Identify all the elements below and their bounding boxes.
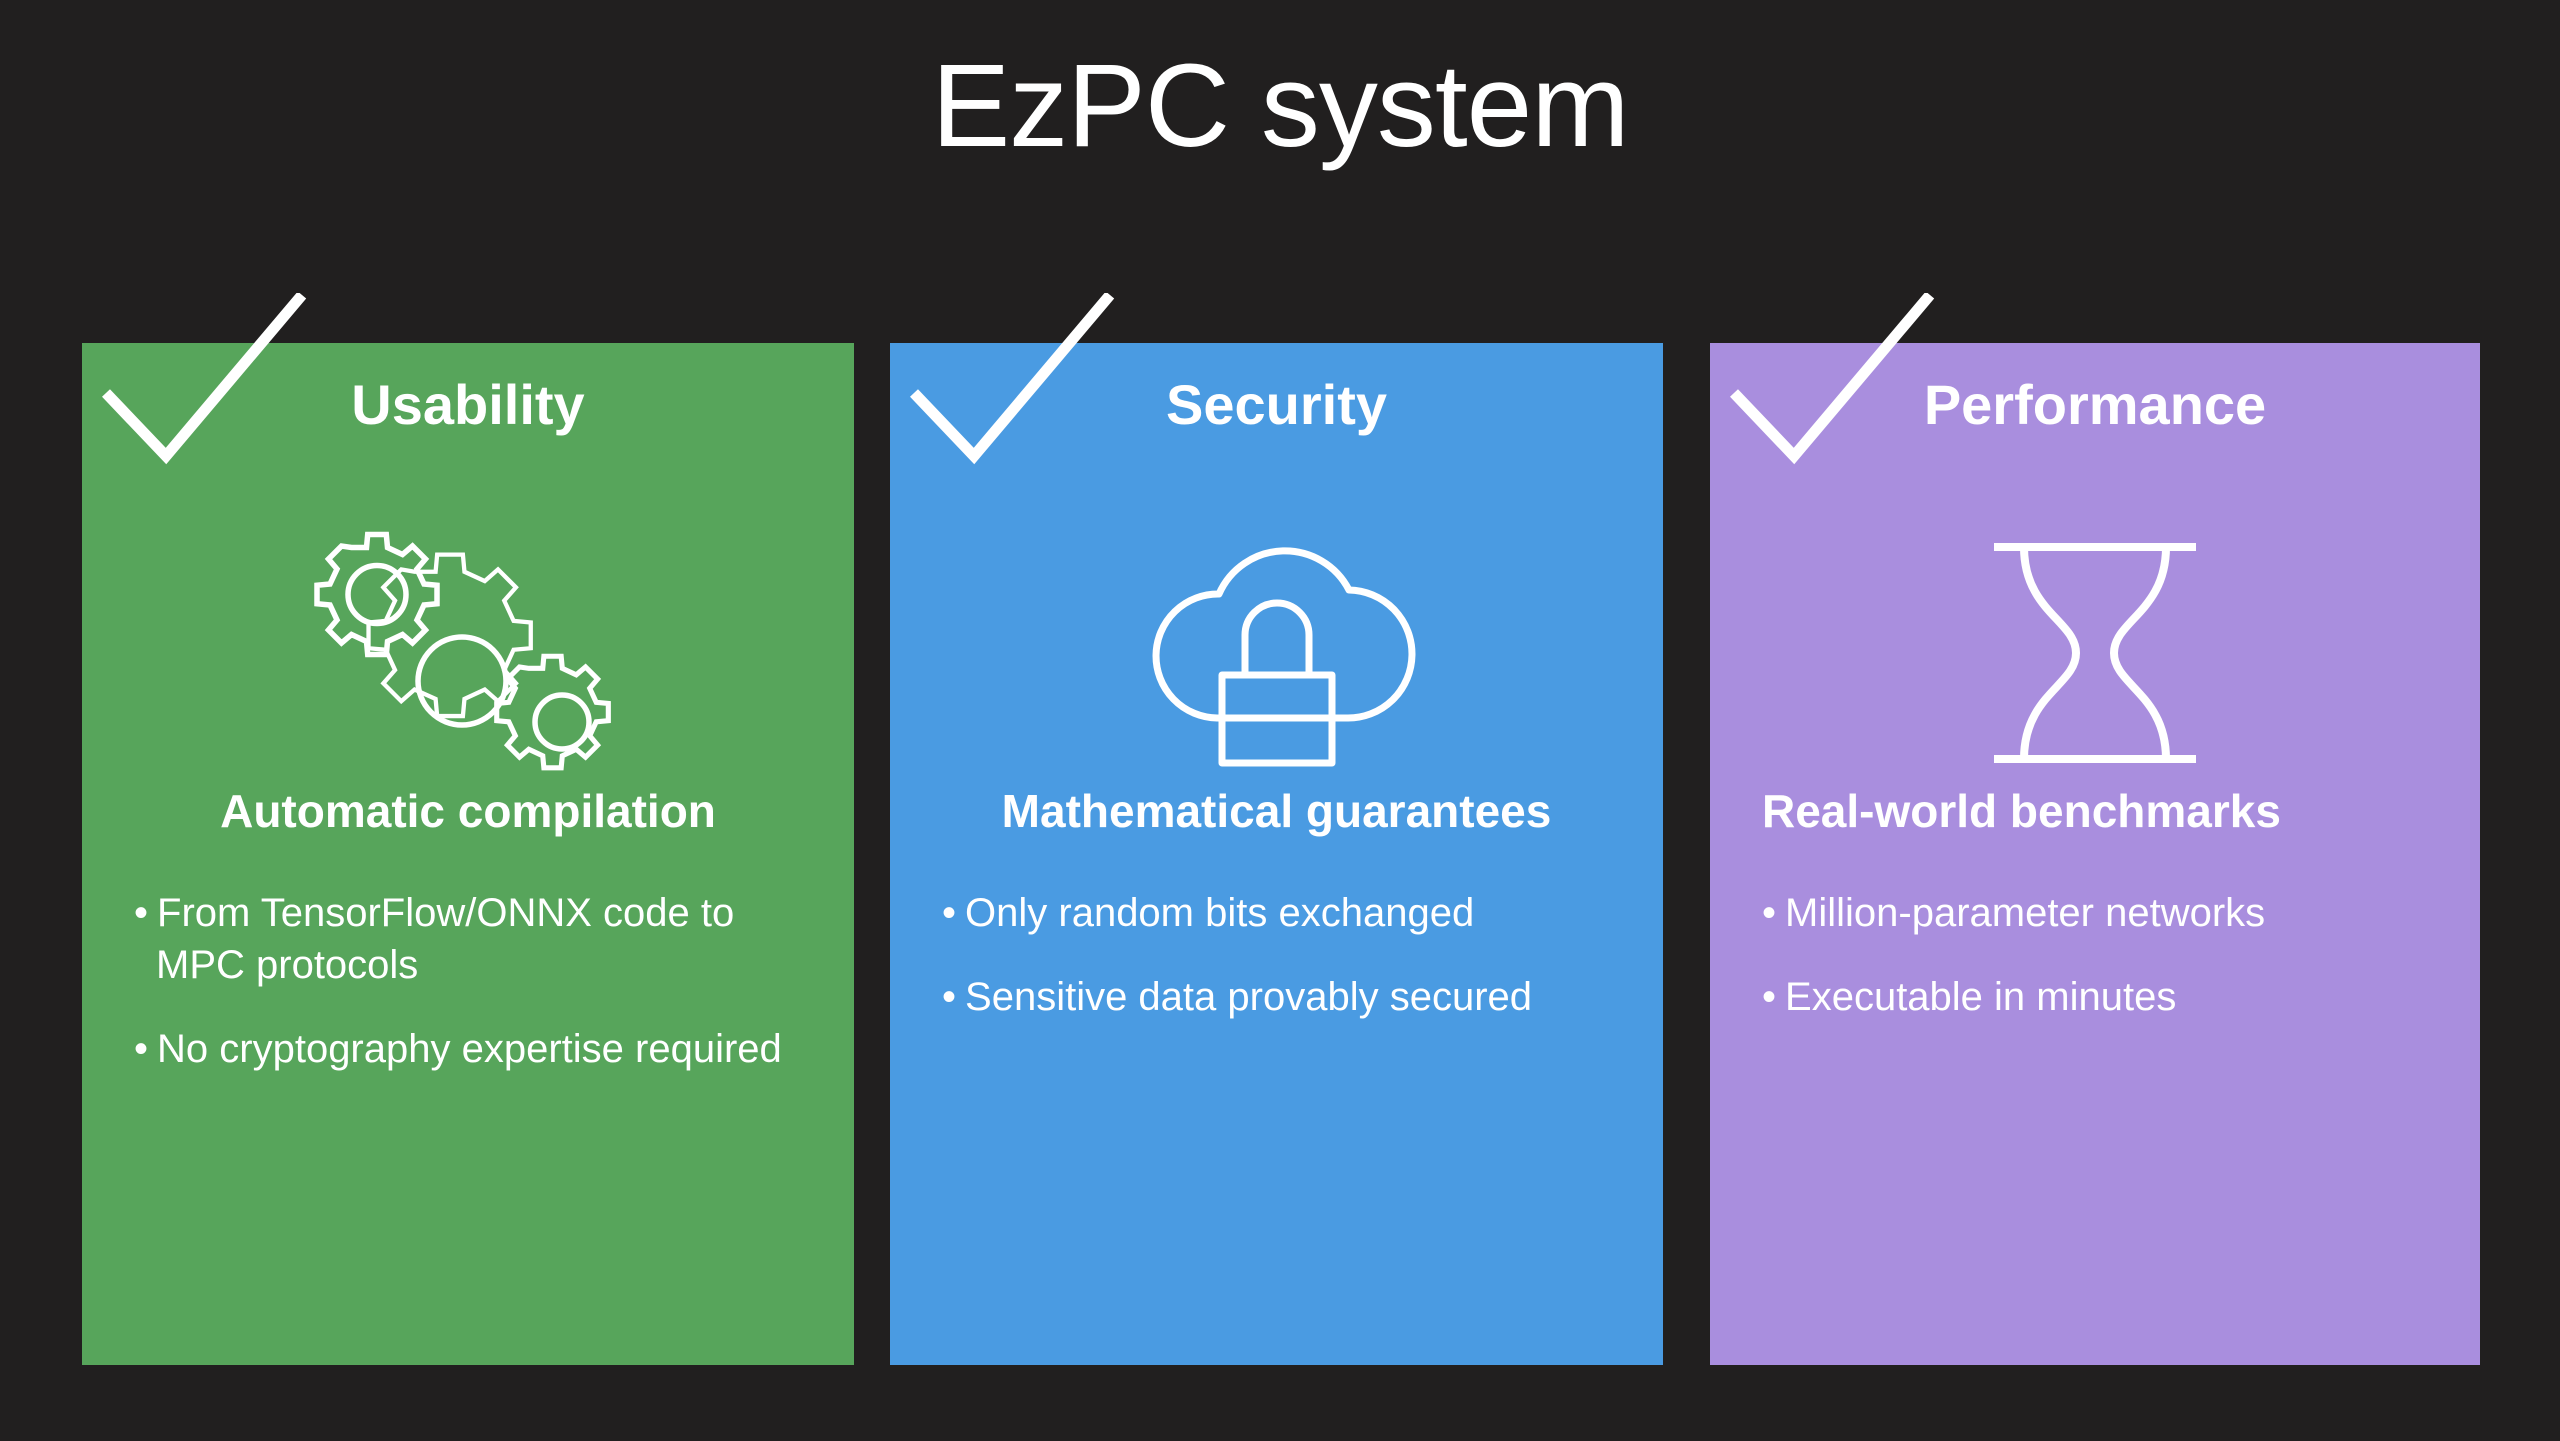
card-background <box>82 343 854 1365</box>
bullet-list-security: •Only random bits exchanged •Sensitive d… <box>942 887 1611 1023</box>
list-item: •Only random bits exchanged <box>942 887 1611 939</box>
card-heading-usability: Usability <box>351 373 585 436</box>
bullet-list-performance: •Million-parameter networks •Executable … <box>1762 887 2428 1023</box>
hourglass-icon <box>1710 528 2480 778</box>
list-item: •Sensitive data provably secured <box>942 971 1611 1023</box>
page-title: EzPC system <box>931 40 1629 172</box>
bullet-dot: • <box>942 974 957 1019</box>
card-heading-security: Security <box>1166 373 1387 436</box>
card-body-usability: Automatic compilation •From TensorFlow/O… <box>82 783 854 1075</box>
bullet-dot: • <box>942 890 957 935</box>
card-heading-performance: Performance <box>1923 373 2267 436</box>
bullet-dot: • <box>134 890 149 935</box>
feature-card-performance[interactable]: Performance Real-world benchmarks •Milli… <box>1710 293 2480 1365</box>
feature-card-usability[interactable]: Usability Automatic compilation <box>82 293 854 1365</box>
card-subtitle-usability: Automatic compilation <box>220 785 716 837</box>
list-item: •Million-parameter networks <box>1762 887 2428 939</box>
card-body-security: Mathematical guarantees •Only random bit… <box>890 783 1663 1023</box>
card-subtitle-security: Mathematical guarantees <box>1001 785 1552 837</box>
bullet-text: Executable in minutes <box>1785 974 2177 1019</box>
bullet-dot: • <box>134 1026 149 1071</box>
list-item: •No cryptography expertise required <box>134 1023 802 1075</box>
list-item: •Executable in minutes <box>1762 971 2428 1023</box>
gears-icon <box>82 528 854 778</box>
bullet-dot: • <box>1762 890 1777 935</box>
bullet-text: Only random bits exchanged <box>965 890 1475 935</box>
card-background <box>890 343 1663 1365</box>
bullet-text: Million-parameter networks <box>1785 890 2266 935</box>
bullet-text: From TensorFlow/ONNX code to MPC protoco… <box>156 890 735 987</box>
list-item: •From TensorFlow/ONNX code to MPC protoc… <box>134 887 802 991</box>
card-body-performance: Real-world benchmarks •Million-parameter… <box>1710 783 2480 1023</box>
cloud-lock-icon <box>890 528 1663 778</box>
card-subtitle-performance: Real-world benchmarks <box>1762 785 2281 837</box>
bullet-text: No cryptography expertise required <box>157 1026 782 1071</box>
bullet-list-usability: •From TensorFlow/ONNX code to MPC protoc… <box>134 887 802 1075</box>
feature-card-security[interactable]: Security Mathematical guarantees •Only r… <box>890 293 1663 1365</box>
bullet-dot: • <box>1762 974 1777 1019</box>
bullet-text: Sensitive data provably secured <box>965 974 1533 1019</box>
card-background <box>1710 343 2480 1365</box>
